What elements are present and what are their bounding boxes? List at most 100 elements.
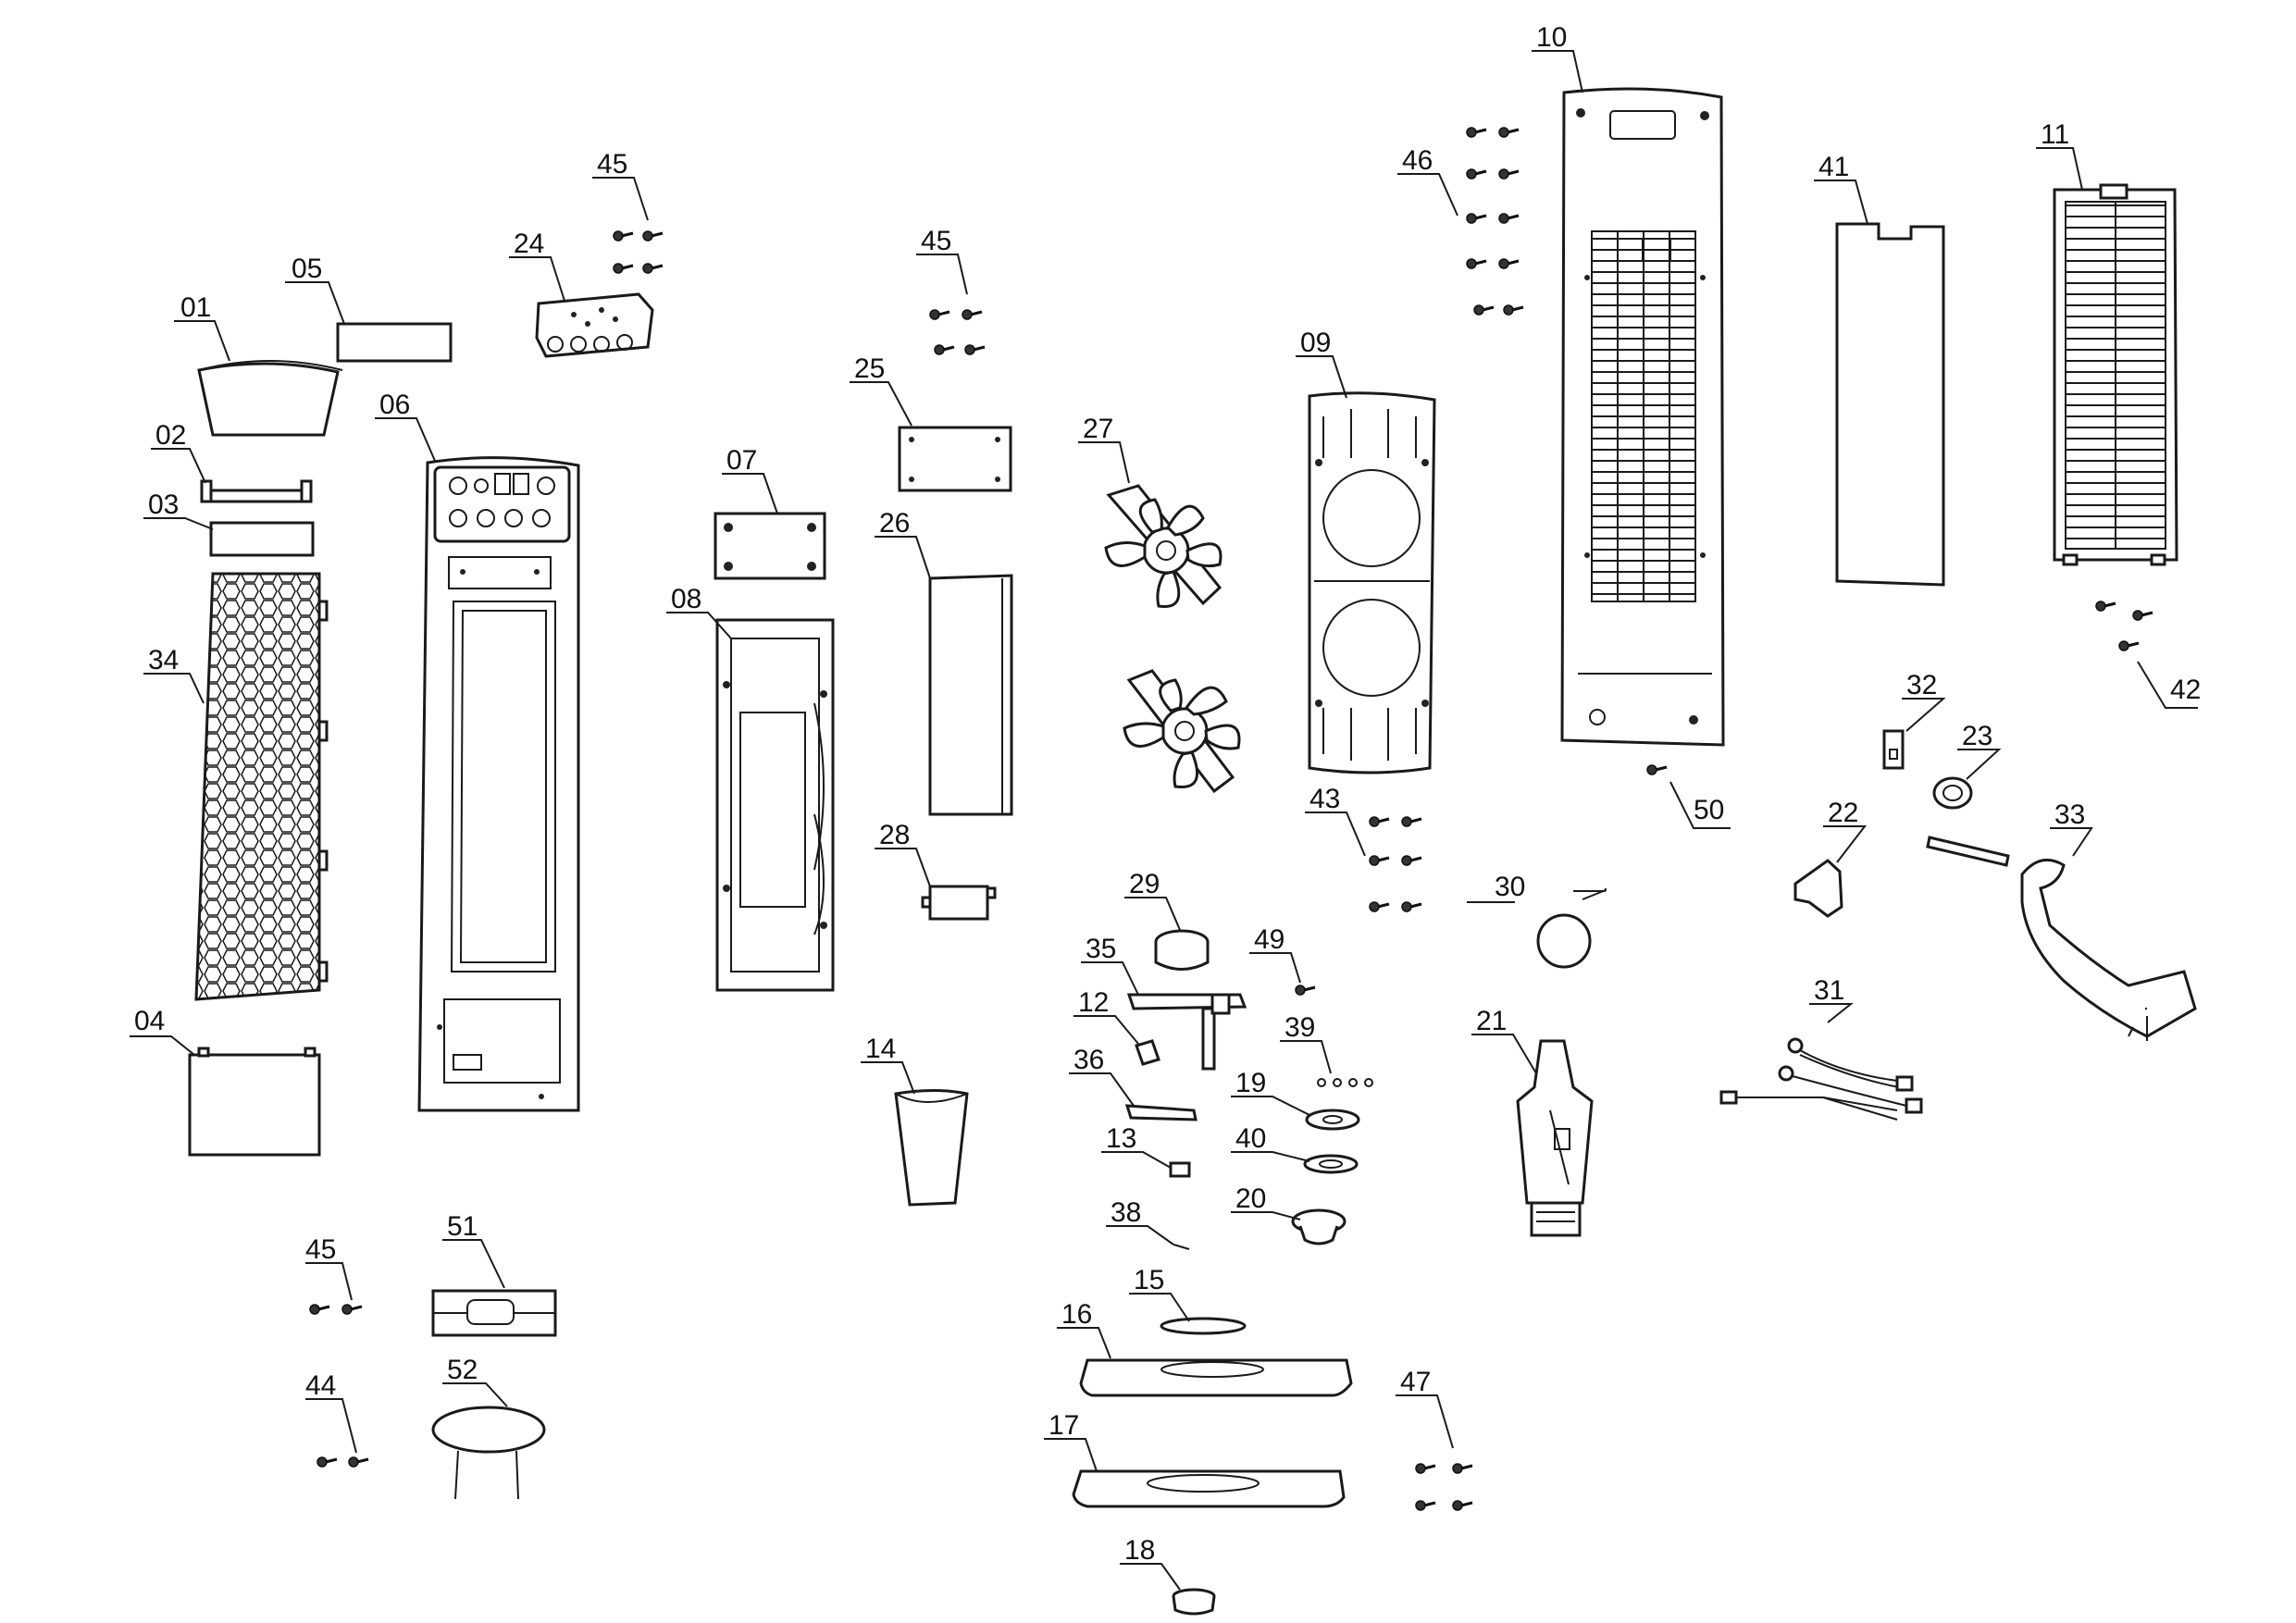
- part-06-front-housing: [417, 456, 580, 1112]
- label-40: 40: [1235, 1123, 1266, 1154]
- label-50: 50: [1694, 795, 1724, 825]
- screws-47: [1414, 1462, 1474, 1512]
- label-17: 17: [1049, 1410, 1079, 1441]
- label-32: 32: [1906, 670, 1937, 700]
- label-49: 49: [1254, 924, 1285, 955]
- part-26-insulation-panel: [928, 574, 1013, 816]
- label-21: 21: [1476, 1006, 1507, 1036]
- label-13: 13: [1106, 1123, 1136, 1154]
- label-36: 36: [1074, 1045, 1104, 1075]
- part-31-wiring: [1719, 1037, 1923, 1121]
- label-47: 47: [1400, 1367, 1431, 1397]
- label-51: 51: [447, 1211, 478, 1242]
- label-12: 12: [1078, 987, 1109, 1018]
- part-04-lower-panel: [188, 1047, 321, 1157]
- label-24: 24: [514, 229, 544, 259]
- label-22: 22: [1828, 798, 1858, 828]
- part-22-cord-clamp: [1793, 859, 1843, 918]
- screws-44: [316, 1456, 370, 1468]
- leader-lines: [130, 50, 2198, 1591]
- part-16-base-top: [1079, 1358, 1353, 1397]
- label-26: 26: [879, 508, 910, 539]
- part-49-screw: [1294, 984, 1317, 997]
- label-46: 46: [1402, 145, 1433, 176]
- part-11-rear-grille: [2053, 183, 2178, 566]
- label-09: 09: [1300, 328, 1331, 358]
- label-29: 29: [1129, 869, 1160, 899]
- label-19: 19: [1235, 1068, 1266, 1098]
- screws-45-lower: [308, 1303, 364, 1316]
- label-43: 43: [1309, 784, 1340, 814]
- label-01: 01: [180, 292, 211, 323]
- screws-45-middle: [928, 308, 987, 356]
- part-40-washer: [1303, 1154, 1359, 1174]
- label-23: 23: [1962, 721, 1992, 751]
- label-11: 11: [2041, 119, 2069, 150]
- label-41: 41: [1818, 152, 1849, 182]
- part-33-power-cord: [1926, 836, 2197, 1041]
- screws-46: [1465, 126, 1525, 316]
- part-52-ring-cable: [431, 1406, 546, 1500]
- part-21-tilt-switch-column: [1516, 1039, 1594, 1237]
- part-17-base-bottom: [1072, 1469, 1346, 1508]
- part-19-bearing: [1305, 1109, 1360, 1131]
- label-30: 30: [1495, 872, 1525, 902]
- label-15: 15: [1134, 1265, 1164, 1295]
- part-32-switch: [1882, 729, 1905, 770]
- part-51-bracket-plate: [431, 1289, 557, 1337]
- label-44: 44: [305, 1370, 336, 1401]
- part-12-clip: [1135, 1039, 1160, 1066]
- label-10: 10: [1536, 22, 1567, 53]
- label-06: 06: [379, 390, 410, 420]
- part-10-rear-housing: [1560, 87, 1725, 747]
- label-07: 07: [726, 445, 757, 476]
- part-41-filter-sheet: [1835, 222, 1945, 587]
- label-28: 28: [879, 820, 910, 850]
- part-38-pin: [1173, 1244, 1190, 1250]
- part-18-knob: [1172, 1588, 1216, 1616]
- label-14: 14: [865, 1034, 896, 1064]
- label-04: 04: [134, 1006, 165, 1036]
- part-27-fan-upper: [1104, 484, 1222, 609]
- label-45-lower: 45: [305, 1234, 336, 1265]
- label-27: 27: [1083, 414, 1113, 444]
- part-28-thermostat: [921, 885, 997, 921]
- label-31: 31: [1814, 975, 1844, 1006]
- part-35-motor-bracket: [1126, 993, 1247, 1071]
- label-33: 33: [2054, 799, 2085, 830]
- label-05: 05: [292, 254, 322, 284]
- label-18: 18: [1124, 1535, 1155, 1566]
- label-20: 20: [1235, 1183, 1266, 1214]
- label-34: 34: [148, 645, 179, 675]
- label-08: 08: [671, 584, 701, 614]
- screws-45-top: [612, 229, 664, 275]
- part-27-fan-lower: [1123, 669, 1241, 794]
- part-39-balls: [1317, 1078, 1373, 1087]
- screws-42: [2094, 600, 2154, 652]
- part-03-display-window: [209, 521, 315, 557]
- part-09-fan-housing: [1308, 391, 1436, 774]
- part-14-tip-over-guard: [894, 1089, 969, 1207]
- screw-50: [1645, 763, 1669, 776]
- label-45-middle: 45: [921, 226, 951, 256]
- part-02-bracket: [200, 479, 313, 503]
- part-01-top-cover: [197, 360, 343, 437]
- part-36-cam-lever: [1124, 1104, 1198, 1121]
- label-16: 16: [1061, 1299, 1092, 1330]
- part-24-control-board: [535, 292, 654, 358]
- label-25: 25: [854, 353, 885, 384]
- label-42: 42: [2170, 675, 2201, 705]
- label-03: 03: [148, 489, 179, 520]
- part-13-stopper: [1169, 1161, 1191, 1178]
- part-25-cover-plate: [898, 426, 1012, 492]
- label-35: 35: [1086, 934, 1116, 964]
- part-34-front-mesh-grill: [194, 572, 329, 1001]
- part-15-ring-plate: [1160, 1317, 1247, 1335]
- part-20-turntable-gear: [1291, 1208, 1347, 1245]
- part-30-weight-ball: [1536, 913, 1592, 969]
- part-29-motor: [1154, 929, 1210, 971]
- part-05-label-plate: [336, 322, 453, 363]
- label-02: 02: [155, 420, 186, 451]
- label-52: 52: [447, 1355, 478, 1385]
